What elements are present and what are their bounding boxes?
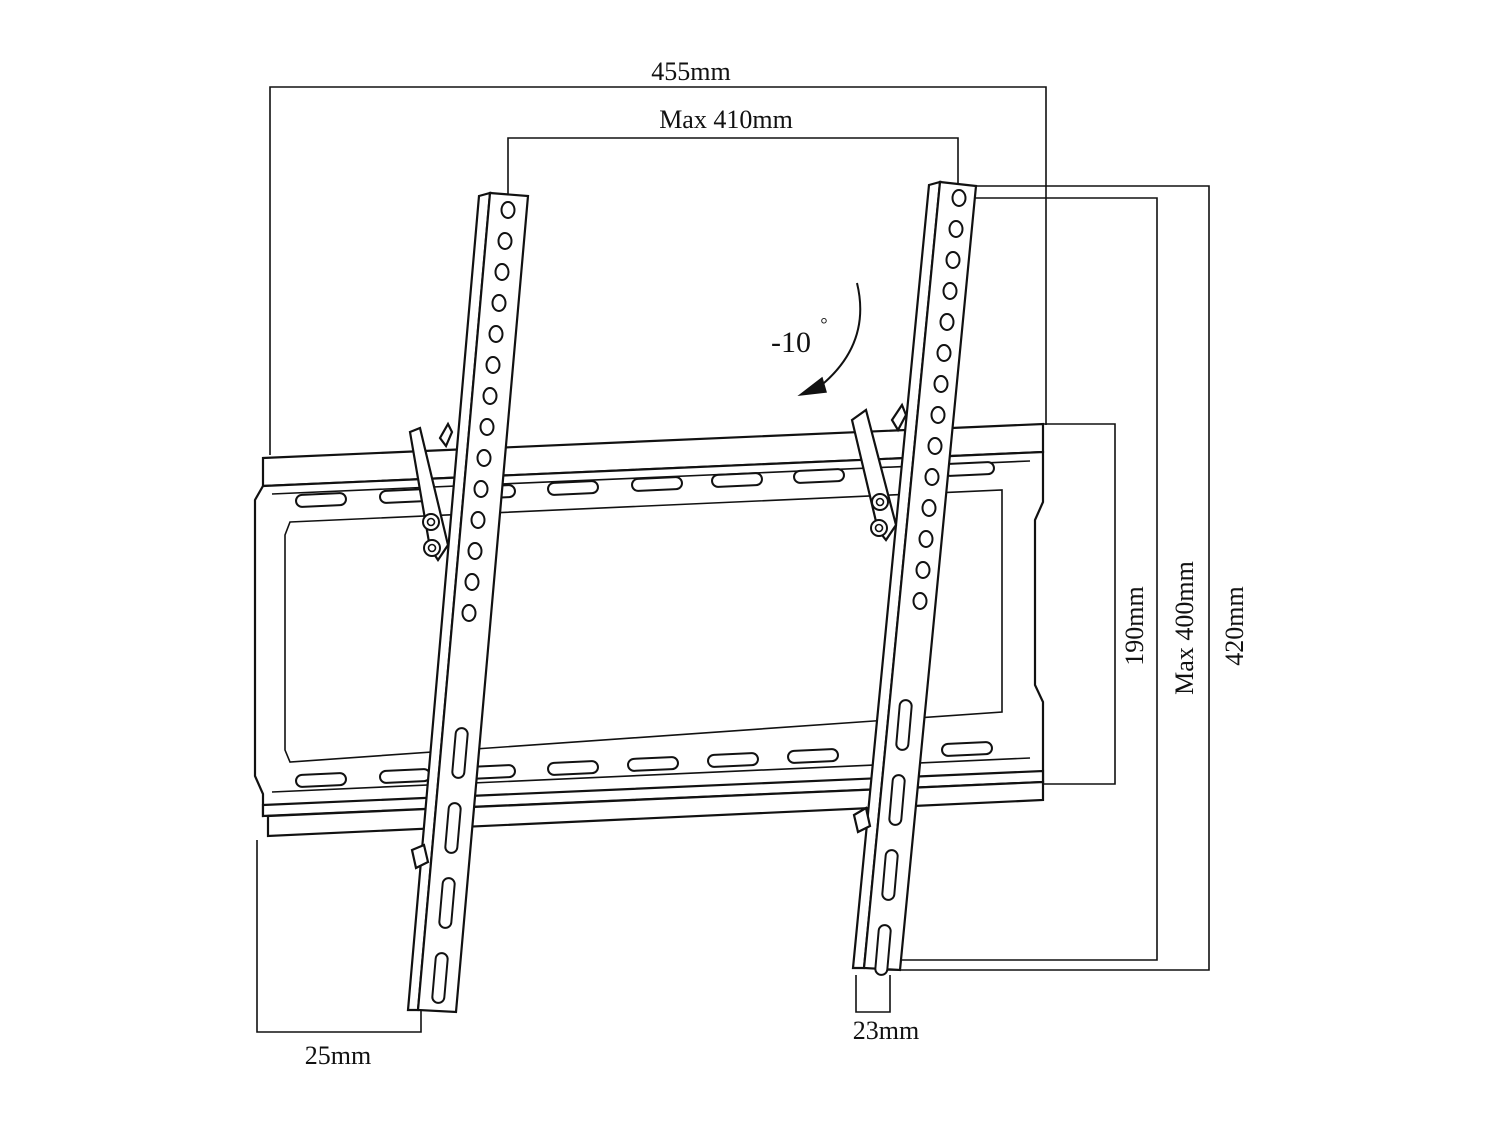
label-23mm: 23mm (853, 1016, 919, 1045)
dimension-lines (256, 86, 1210, 1033)
right-arm-lock-tab (852, 806, 872, 834)
right-arm-slots (874, 699, 913, 976)
left-arm-bolt-top (422, 513, 440, 531)
right-bracket-arm (850, 180, 978, 976)
tilt-arc (817, 282, 862, 389)
label-tilt-angle: -10 (771, 326, 811, 359)
left-arm-slots (431, 727, 469, 1004)
left-arm-hook-tab (438, 421, 454, 449)
dim-455-line (269, 86, 1047, 455)
left-arm-bolt-bottom (423, 539, 441, 557)
right-arm-bolt-top (871, 493, 889, 511)
tilt-arrow (797, 282, 862, 397)
right-arm-holes (912, 189, 967, 610)
right-arm-hook-tab (890, 402, 908, 433)
left-bracket-arm (406, 191, 530, 1014)
dim-23-line (855, 975, 891, 1013)
dim-25-line (256, 840, 422, 1033)
tilt-arrowhead (797, 376, 827, 397)
label-max-410mm: Max 410mm (659, 105, 793, 134)
label-420mm: 420mm (1220, 586, 1249, 665)
label-25mm: 25mm (305, 1041, 371, 1070)
wall-plate-inner-recess (284, 489, 1003, 763)
label-190mm: 190mm (1120, 586, 1149, 665)
left-arm-front (416, 191, 530, 1014)
dim-190-line (1040, 423, 1116, 785)
left-arm-holes (461, 201, 516, 622)
dim-420-line (880, 185, 1210, 971)
label-455mm: 455mm (651, 57, 730, 86)
dim-400-line (878, 197, 1158, 961)
right-arm-bolt-bottom (870, 519, 888, 537)
left-arm-lock-tab (410, 843, 430, 870)
label-max-400mm: Max 400mm (1170, 561, 1199, 695)
dim-410-line (507, 137, 959, 196)
label-tilt-degree: ° (820, 314, 827, 334)
